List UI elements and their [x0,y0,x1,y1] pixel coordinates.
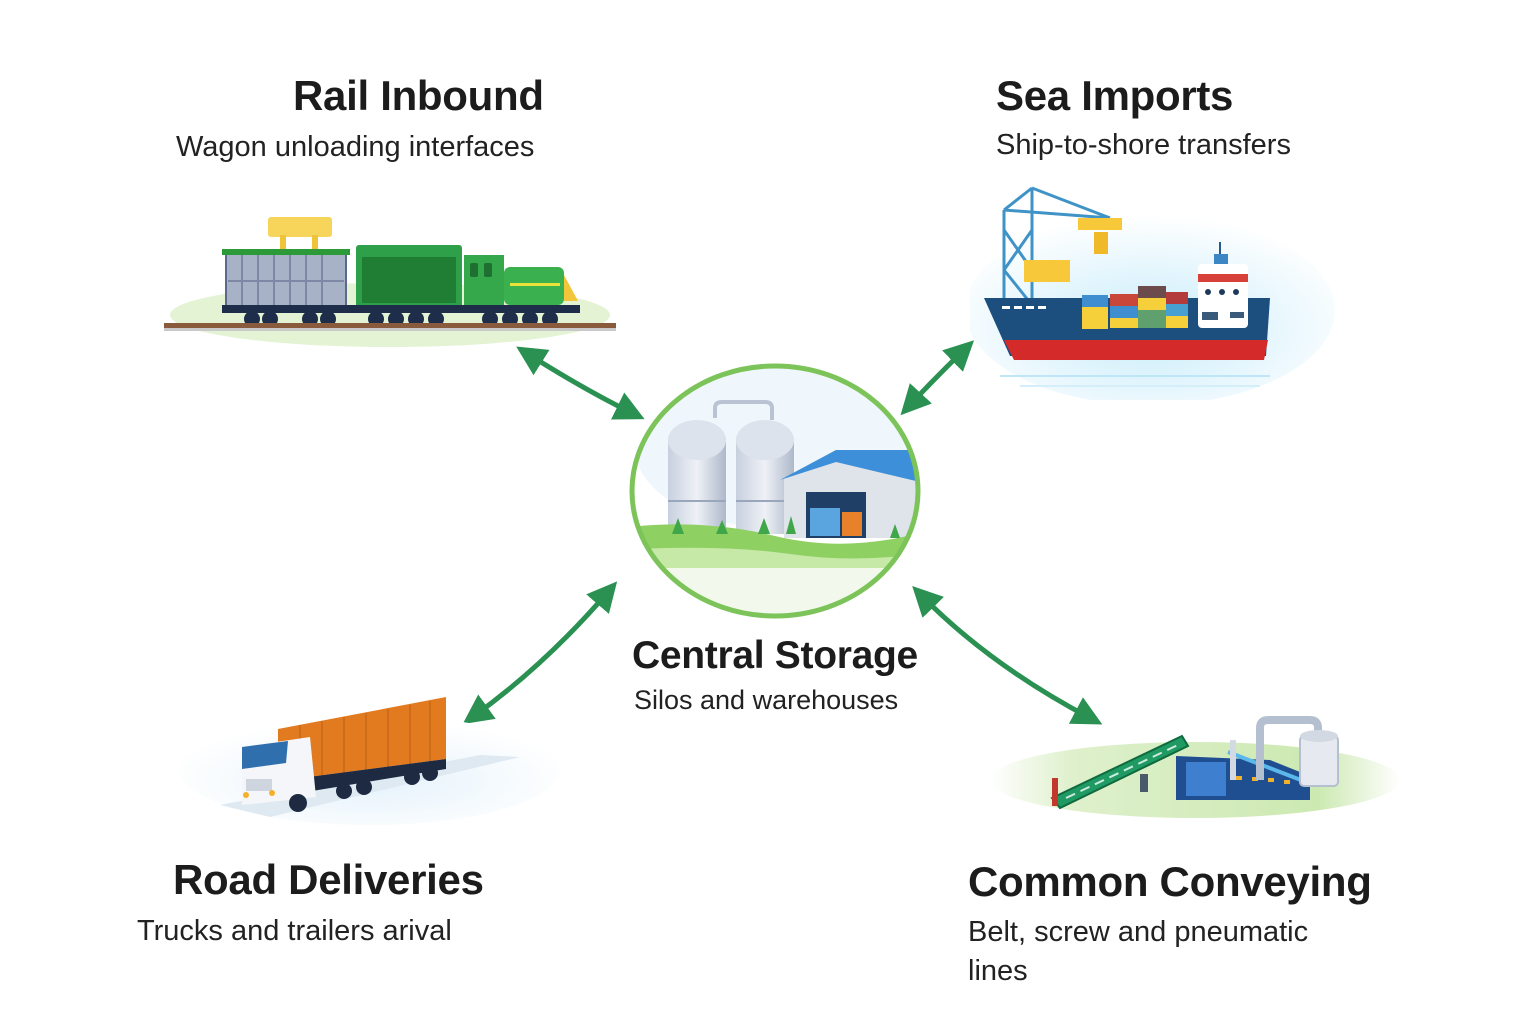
central-storage-hub [620,358,930,624]
rail-inbound-subtitle: Wagon unloading interfaces [176,131,535,163]
common-conveying-subtitle-line2: lines [968,955,1028,987]
sea-imports-subtitle: Ship-to-shore transfers [996,129,1291,161]
sea-imports-title: Sea Imports [996,72,1234,119]
storage-ring [629,363,921,619]
common-conveying-subtitle-line1: Belt, screw and pneumatic [968,916,1309,948]
conveyor-plant-illustration [990,700,1400,820]
arrow-rail-center [516,346,645,420]
container-ship-crane-illustration [970,180,1340,400]
common-conveying-title: Common Conveying [968,858,1372,905]
arrow-sea-center [900,340,975,416]
truck-trailer-illustration [180,685,560,825]
central-storage-subtitle: Silos and warehouses [634,685,899,715]
road-deliveries-subtitle: Trucks and trailers arival [137,915,452,947]
rail-inbound-title: Rail Inbound [293,72,544,119]
arrow-road-center [462,581,618,725]
arrow-convey-center [912,586,1103,725]
road-deliveries-title: Road Deliveries [173,856,484,903]
freight-train-illustration [160,205,620,355]
central-storage-title: Central Storage [632,634,918,677]
